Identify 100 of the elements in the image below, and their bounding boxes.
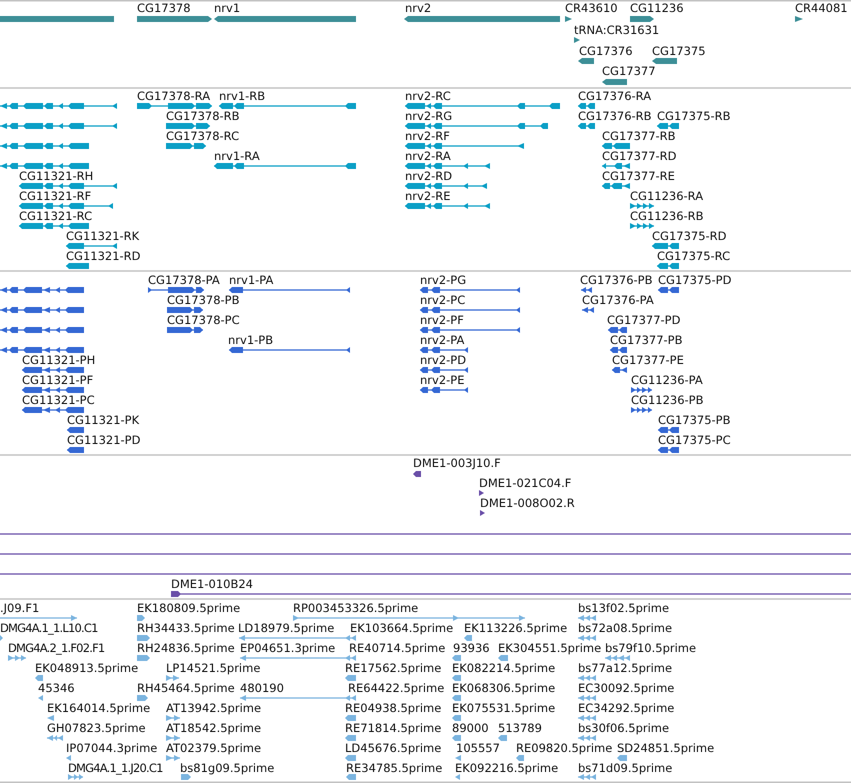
protein-label: CG17377-PD <box>607 314 680 326</box>
gene-label: CR44081 <box>795 2 848 14</box>
est-label: EK075531.5prime <box>452 702 556 714</box>
transcript-label: CG11321-RH <box>19 170 94 182</box>
est-label: LD18979.5prime <box>238 622 334 634</box>
protein-label: CG17378-PC <box>167 314 240 326</box>
protein-label: CG17376-PB <box>580 274 652 286</box>
est-label: RE40714.5prime <box>349 642 446 654</box>
est-label: EP04651.3prime <box>240 642 336 654</box>
est-label: RE34785.5prime <box>346 762 442 774</box>
transcript-label: nrv2-RD <box>405 170 452 182</box>
est-label: DMG4A.1_1.J20.C1 <box>68 762 163 774</box>
protein-label: CG17377-PE <box>612 354 684 366</box>
est-label: RH45464.5prime <box>137 682 235 694</box>
est-label: EK304551.5prime <box>498 642 602 654</box>
est-label: bs79f10.5prime <box>605 642 696 654</box>
est-label: SD24851.5prime <box>617 742 714 754</box>
gene-label: CR43610 <box>565 2 618 14</box>
est-label: AT02379.5prime <box>166 742 262 754</box>
transcript-label: CG17377-RE <box>602 170 675 182</box>
transcript-label: CG11321-RF <box>19 190 92 202</box>
est-label: GH07823.5prime <box>47 722 146 734</box>
protein-label: nrv1-PB <box>228 334 274 346</box>
transcript-label: CG11321-RK <box>66 230 140 242</box>
protein-label: CG17375-PB <box>658 414 730 426</box>
protein-label: CG11321-PF <box>22 374 94 386</box>
gene-label: CG11236 <box>630 2 684 14</box>
clone-label: DME1-003J10.F <box>413 457 501 469</box>
transcript-label: CG11321-RD <box>66 250 141 262</box>
clone-label: DME1-010B24 <box>171 578 253 590</box>
transcript-label: CG11321-RC <box>19 210 92 222</box>
est-label: EC30092.5prime <box>578 682 674 694</box>
protein-label: nrv2-PE <box>420 374 464 386</box>
gene-label: CG17375 <box>652 45 706 57</box>
clone-label: DME1-008O02.R <box>480 497 575 509</box>
transcript-label: CG17377-RD <box>602 150 677 162</box>
transcript-label: CG17378-RC <box>166 130 240 142</box>
protein-label: nrv2-PC <box>420 294 466 306</box>
est-label: 89000 <box>452 722 489 734</box>
est-label: 513789 <box>498 722 542 734</box>
transcript-label: CG17378-RB <box>166 110 240 122</box>
est-label: .J09.F1 <box>0 602 40 614</box>
est-label: AT18542.5prime <box>166 722 262 734</box>
gene-label: CG17378 <box>137 2 191 14</box>
transcript-label: nrv1-RA <box>214 150 260 162</box>
transcript-label: CG17377-RB <box>602 130 676 142</box>
transcript-label: CG11236-RA <box>630 190 704 202</box>
protein-label: CG17378-PB <box>167 294 240 306</box>
transcript-label: nrv2-RA <box>405 150 451 162</box>
est-label: EK113226.5prime <box>464 622 568 634</box>
est-label: EK068306.5prime <box>452 682 556 694</box>
est-label: EK103664.5prime <box>350 622 454 634</box>
protein-label: CG11321-PH <box>22 354 96 366</box>
protein-label: nrv2-PA <box>420 334 464 346</box>
est-label: RH34433.5prime <box>137 622 235 634</box>
est-label: RE09820.5prime <box>516 742 612 754</box>
protein-label: CG17375-PD <box>658 274 732 286</box>
est-label: RE04938.5prime <box>345 702 442 714</box>
est-label: DMG4A.1_1.L10.C1 <box>0 622 98 634</box>
transcript-label: CG17378-RA <box>137 90 210 102</box>
gene-label: CG17377 <box>602 65 656 77</box>
transcript-label: nrv2-RC <box>405 90 451 102</box>
transcript-label: CG11236-RB <box>630 210 704 222</box>
est-label: bs13f02.5prime <box>578 602 670 614</box>
est-label: bs72a08.5prime <box>578 622 672 634</box>
est-label: bs81g09.5prime <box>180 762 274 774</box>
est-label: DMG4A.2_1.F02.F1 <box>8 642 104 654</box>
transcript-label: CG17376-RB <box>578 110 652 122</box>
est-label: LD45676.5prime <box>345 742 442 754</box>
protein-label: nrv2-PG <box>420 274 466 286</box>
est-label: bs77a12.5prime <box>578 662 672 674</box>
est-label: 480190 <box>240 682 284 694</box>
est-label: 45346 <box>38 682 75 694</box>
est-label: AT13942.5prime <box>166 702 262 714</box>
protein-label: CG11321-PC <box>22 394 95 406</box>
protein-label: CG17378-PA <box>148 274 220 286</box>
protein-label: CG11321-PD <box>67 434 140 446</box>
est-label: bs30f06.5prime <box>578 722 670 734</box>
est-label: RE17562.5prime <box>345 662 442 674</box>
est-label: LP14521.5prime <box>166 662 260 674</box>
protein-label: nrv2-PF <box>420 314 464 326</box>
est-label: EK180809.5prime <box>137 602 240 614</box>
transcript-label: CG17376-RA <box>578 90 652 102</box>
protein-label: nrv2-PD <box>420 354 466 366</box>
est-label: EC34292.5prime <box>578 702 674 714</box>
protein-label: CG17375-PC <box>658 434 731 446</box>
est-label: RE71814.5prime <box>345 722 442 734</box>
est-label: EK092216.5prime <box>455 762 558 774</box>
est-label: EK048913.5prime <box>35 662 138 674</box>
est-label: 105557 <box>456 742 500 754</box>
transcript-label: CG17375-RD <box>652 230 727 242</box>
est-label: RP003453326.5prime <box>293 602 418 614</box>
clone-label: DME1-021C04.F <box>479 477 572 489</box>
protein-label: CG17377-PB <box>610 334 682 346</box>
est-label: EK164014.5prime <box>47 702 150 714</box>
protein-label: CG11236-PB <box>631 394 704 406</box>
transcript-label: nrv2-RG <box>405 110 452 122</box>
transcript-label: nrv2-RF <box>405 130 450 142</box>
transcript-label: nrv1-RB <box>219 90 266 102</box>
gene-label: tRNA:CR31631 <box>574 24 660 36</box>
